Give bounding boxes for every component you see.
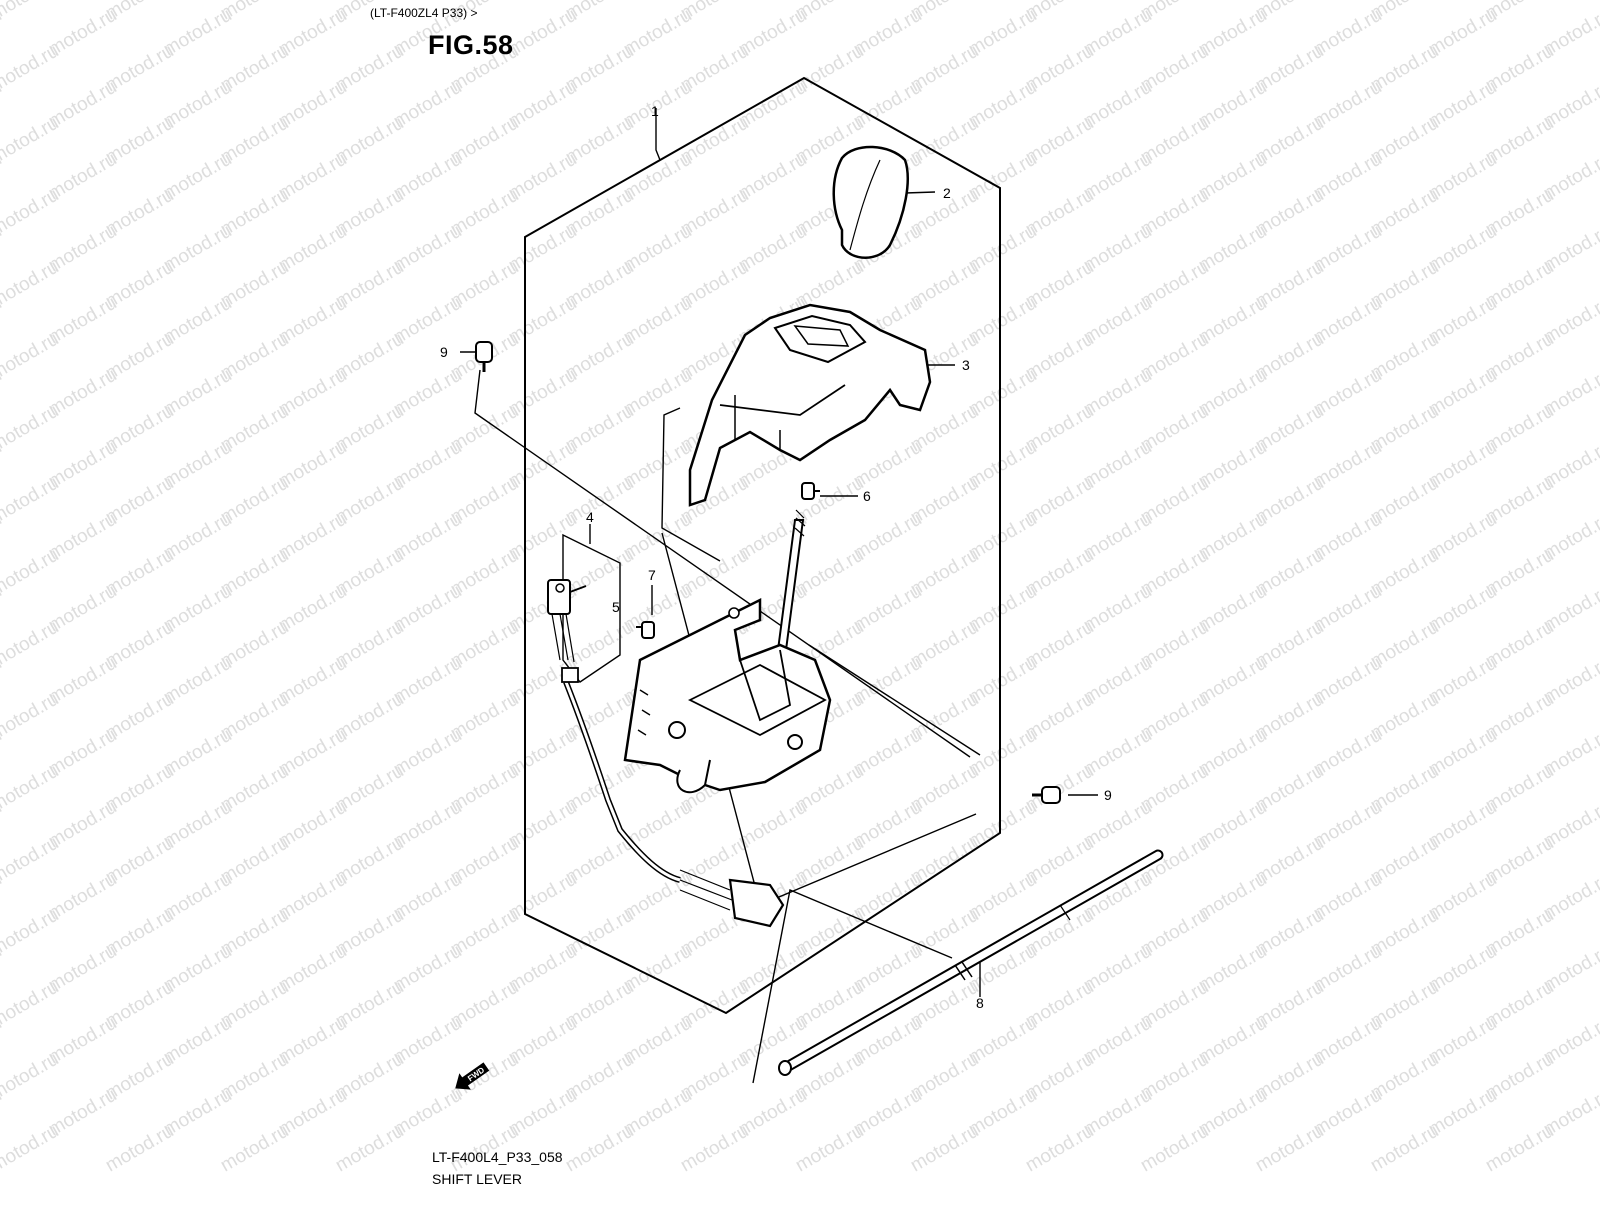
watermark-text: motod.ru [0,977,62,1033]
bolt-6 [801,482,820,500]
watermark-text: motod.ru [907,1121,982,1177]
watermark-text: motod.ru [562,1121,637,1177]
watermark-text: motod.ru [0,833,62,889]
watermark-text: motod.ru [1367,1121,1442,1177]
watermark-text: motod.ru [217,1121,292,1177]
watermark-text: motod.ru [102,1121,177,1177]
watermark-text: motod.ru [0,185,62,241]
bolt-7 [636,621,655,639]
callout-6: 6 [863,488,871,504]
switch-bracket [562,533,621,683]
watermark-text: motod.ru [0,617,62,673]
watermark-text: motod.ru [0,905,62,961]
watermark-text: motod.ru [0,473,62,529]
callout-3: 3 [962,357,970,373]
assembly-outline [524,76,1001,1015]
figure-label: FIG.58 [428,30,514,60]
shift-base-bracket [623,597,832,792]
callout-1: 1 [651,103,659,119]
watermark-text: motod.ru [0,113,62,169]
shift-knob [832,145,909,259]
watermark-text: motod.ru [0,689,62,745]
bolt-9-lower [1032,786,1061,804]
watermark-text: motod.ru [1022,1121,1097,1177]
watermark-text: motod.ru [0,761,62,817]
callout-7: 7 [648,567,656,583]
model-line: (LT-F400ZL4 P33) > [370,6,478,20]
watermark-text: motod.ru [0,545,62,601]
callout-2: 2 [943,185,951,201]
callout-9-lower: 9 [1104,787,1112,803]
watermark-text: motod.ru [1482,1121,1557,1177]
callout-8: 8 [976,995,984,1011]
watermark-text: motod.ru [1252,1121,1327,1177]
watermark-text: motod.ru [0,1121,62,1177]
neutral-switch [547,579,587,615]
watermark-text: motod.ru [0,1049,62,1105]
watermark-text: motod.ru [0,41,62,97]
diagram-title: SHIFT LEVER [432,1171,522,1187]
watermark-text: motod.ru [0,257,62,313]
watermark-layer: motod.ru motod.ru motod.ru motod.ru motod.ru… [0,0,1600,1176]
callout-9-upper: 9 [440,344,448,360]
callout-4: 4 [586,509,594,525]
watermark-text: motod.ru [0,329,62,385]
callout-5: 5 [612,599,620,615]
watermark-text: motod.ru [792,1121,867,1177]
watermark-text: motod.ru [677,1121,752,1177]
bolt-9-upper [475,341,493,372]
watermark-text: motod.ru [332,1121,407,1177]
connector [728,878,785,928]
shift-cover [688,303,932,507]
watermark-text: motod.ru [0,0,62,24]
diagram-code: LT-F400L4_P33_058 [432,1149,563,1165]
shift-rod [778,849,1164,1076]
watermark-text: motod.ru [0,401,62,457]
watermark-text: motod.ru [1137,1121,1212,1177]
